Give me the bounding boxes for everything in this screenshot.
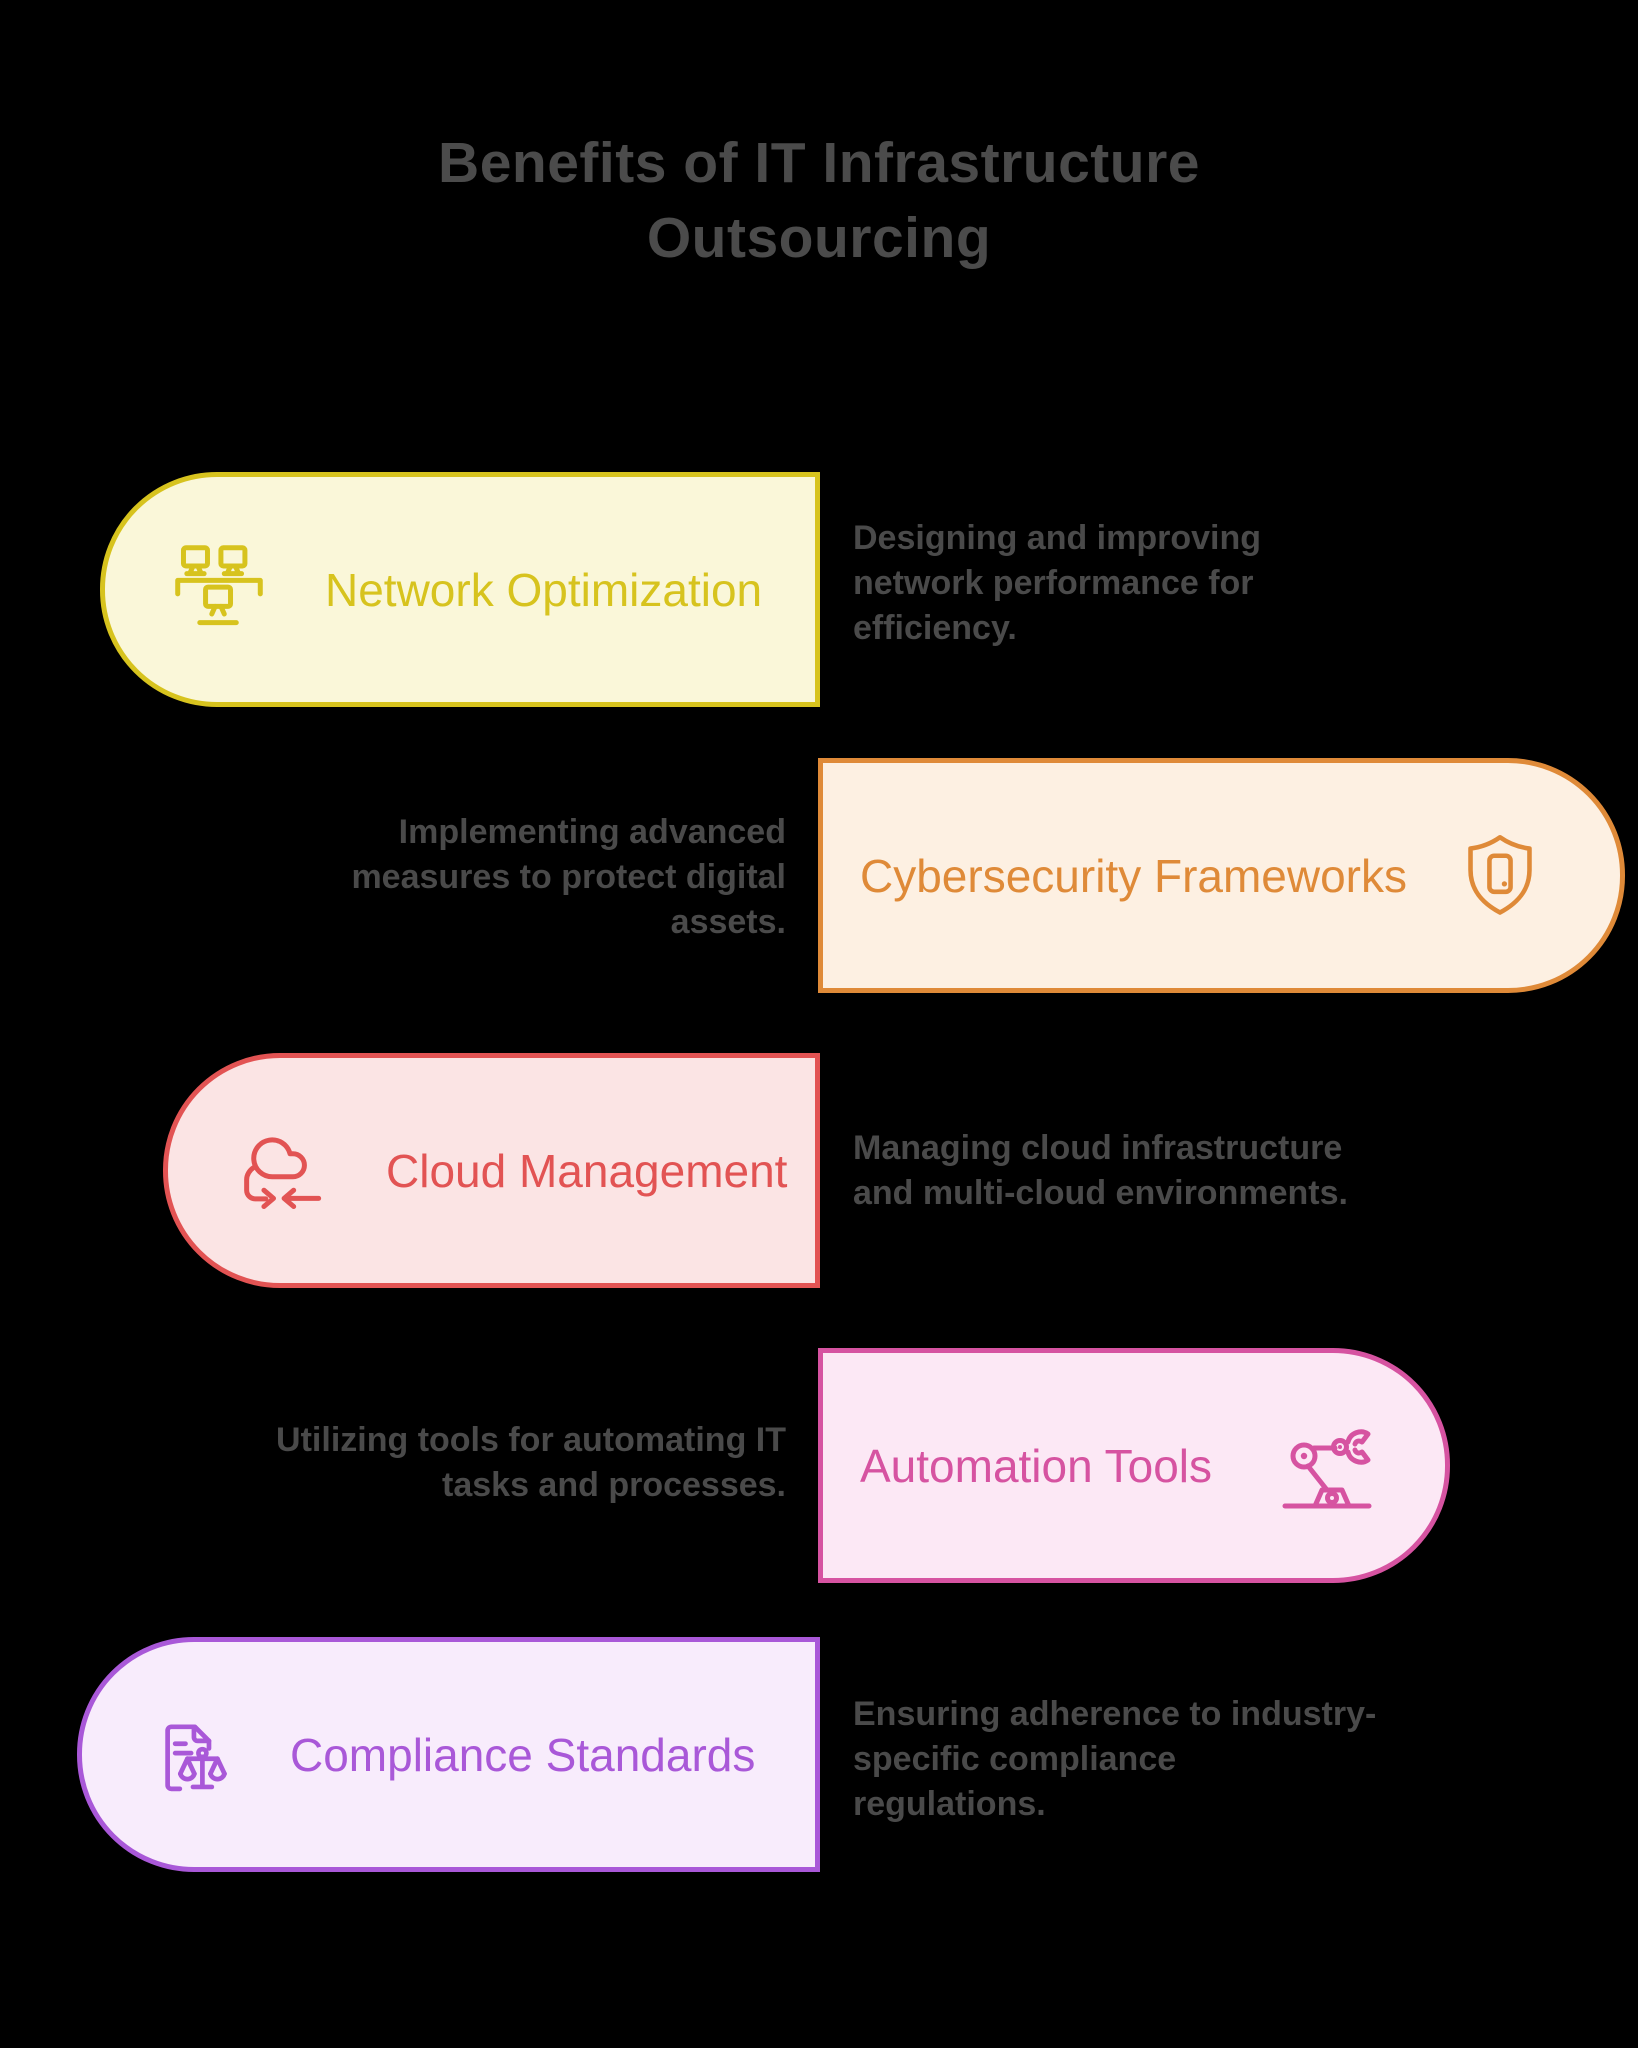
card-automation-tools: Automation Tools — [818, 1348, 1450, 1583]
card-title: Cybersecurity Frameworks — [860, 849, 1407, 902]
card-description: Ensuring adherence to industry- specific… — [853, 1695, 1377, 1824]
page-title: Benefits of IT Infrastructure Outsourcin… — [438, 131, 1200, 271]
card-description: Utilizing tools for automating IT tasks … — [276, 1421, 786, 1505]
card-description: Implementing advanced measures to protec… — [351, 813, 786, 942]
card-title: Automation Tools — [860, 1439, 1213, 1492]
card-compliance-standards: Compliance Standards — [77, 1637, 820, 1872]
card-title: Network Optimization — [325, 563, 763, 616]
card-cloud-management: Cloud Management — [163, 1053, 820, 1288]
card-network-optimization: Network Optimization — [100, 472, 820, 707]
shield-device-icon — [1456, 830, 1544, 922]
card-cybersecurity-frameworks: Cybersecurity Frameworks — [818, 758, 1625, 993]
cloud-transfer-icon — [238, 1123, 334, 1219]
card-description: Designing and improving network performa… — [853, 519, 1262, 648]
card-description: Managing cloud infrastructure and multi-… — [853, 1129, 1348, 1213]
document-scales-icon — [146, 1708, 240, 1802]
card-title: Cloud Management — [386, 1144, 788, 1197]
card-title: Compliance Standards — [290, 1728, 756, 1781]
computer-network-icon — [171, 542, 267, 638]
robot-arm-icon — [1277, 1422, 1377, 1510]
